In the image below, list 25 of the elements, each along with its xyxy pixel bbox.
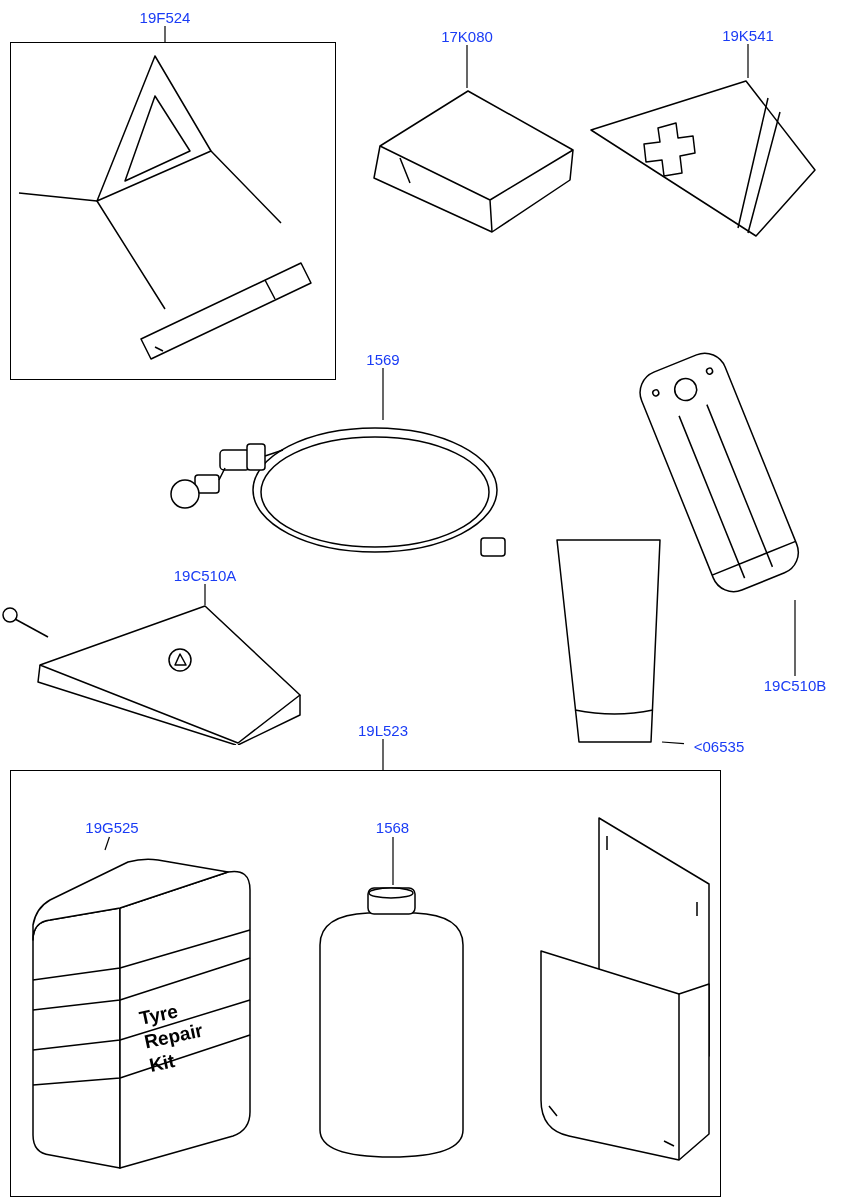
case-label: Tyre Repair Kit (136, 998, 206, 1078)
leader-line (104, 836, 111, 851)
leader-line (382, 738, 384, 771)
first-aid-kit-drawing (588, 78, 818, 240)
leader-line (466, 44, 468, 89)
part-number: 1569 (358, 350, 408, 368)
bottle-drawing (317, 884, 465, 1160)
part-number: 19C510B (755, 676, 835, 694)
part-number: 19F524 (130, 8, 200, 26)
kit-frame (10, 770, 721, 1197)
part-number: 19C510A (160, 566, 250, 584)
leader-line (382, 367, 384, 421)
part-number: 19K541 (713, 26, 783, 44)
leader-line (661, 741, 685, 745)
leader-line (794, 599, 796, 677)
part-number: 1568 (362, 818, 423, 837)
leader-line (164, 25, 166, 43)
funnel-drawing (555, 538, 662, 746)
leader-line (204, 583, 206, 606)
part-number: 19L523 (348, 721, 418, 739)
leader-line (747, 43, 749, 79)
part-number: 17K080 (432, 27, 502, 45)
part-number: 19G525 (74, 818, 150, 837)
leader-line (392, 836, 394, 886)
part-number: <06535 (684, 737, 754, 755)
